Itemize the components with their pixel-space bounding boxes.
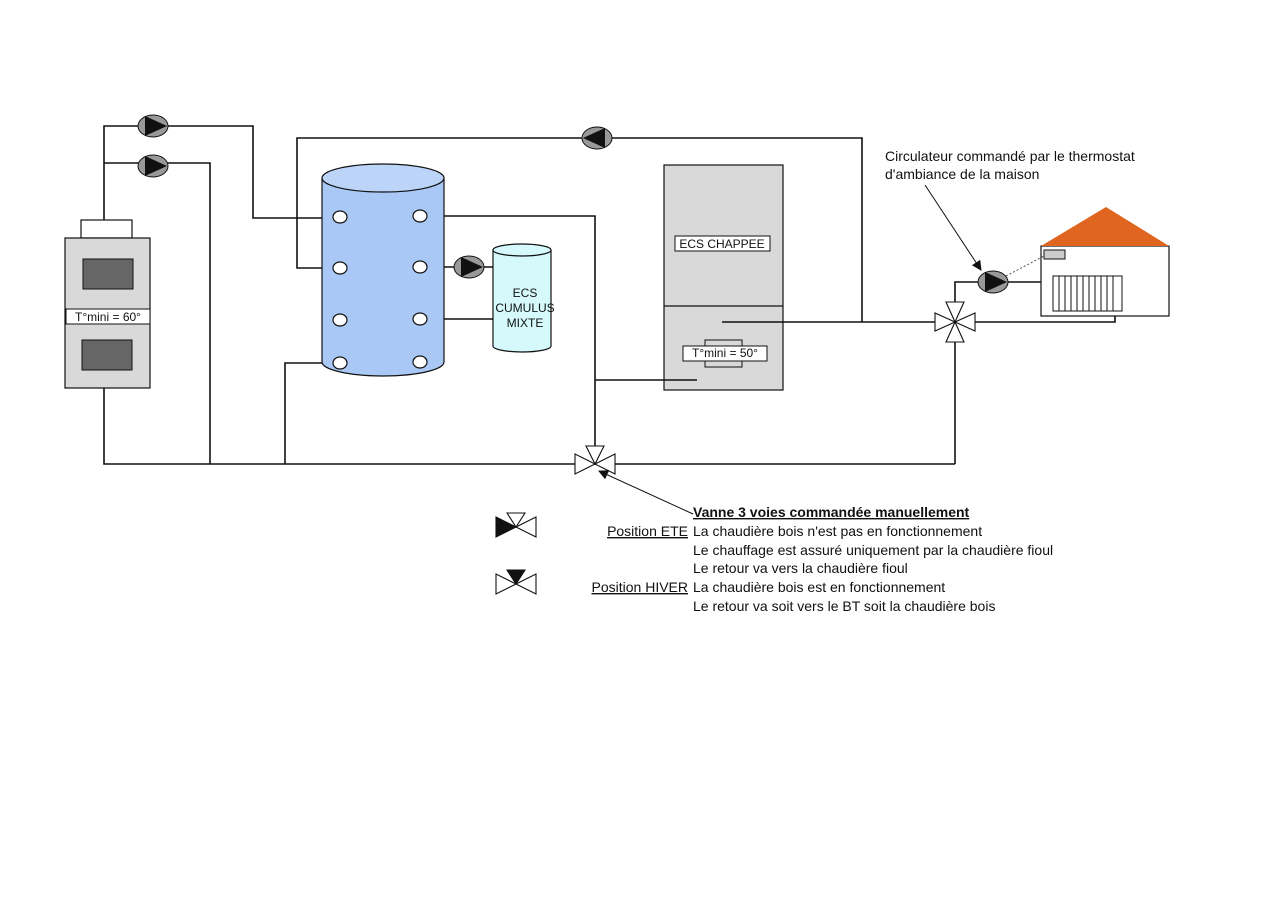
radiator-icon	[1052, 275, 1123, 312]
wood-boiler-temp-label: T°mini = 60°	[75, 310, 141, 324]
house	[1005, 207, 1170, 317]
hiver-label: Position HIVER	[592, 579, 688, 595]
annotation-arrow	[924, 184, 982, 271]
ete-line: La chaudière bois n'est pas en fonctionn…	[693, 523, 982, 539]
valve-hiver-icon	[495, 569, 537, 595]
three-way-valve-icon	[574, 445, 616, 475]
ecs-cumulus: ECS CUMULUS MIXTE	[492, 243, 555, 353]
legend: Vanne 3 voies commandée manuellement Pos…	[495, 504, 1053, 614]
valve-ete-icon	[495, 512, 537, 538]
four-way-valve-icon	[934, 301, 976, 343]
hiver-line: Le retour va soit vers le BT soit la cha…	[693, 598, 995, 614]
buffer-tank	[321, 163, 445, 377]
circulator-note-1: Circulateur commandé par le thermostat	[885, 148, 1135, 164]
cumulus-label-2: CUMULUS	[495, 301, 554, 315]
tank-ports	[332, 209, 428, 370]
cumulus-label-3: MIXTE	[507, 316, 544, 330]
fuel-boiler-temp-label: T°mini = 50°	[692, 346, 758, 360]
wood-boiler: T°mini = 60°	[64, 219, 151, 389]
hiver-line: La chaudière bois est en fonctionnement	[693, 579, 945, 595]
thermostat-icon	[1043, 249, 1066, 260]
ete-label: Position ETE	[607, 523, 688, 539]
cumulus-label-1: ECS	[513, 286, 538, 300]
annotation-arrow	[598, 470, 694, 515]
fuel-boiler-name: ECS CHAPPEE	[679, 237, 764, 251]
circulator-pump-icon	[137, 154, 169, 178]
circulator-pump-icon	[977, 270, 1009, 294]
legend-title: Vanne 3 voies commandée manuellement	[693, 504, 970, 520]
ete-line: Le chauffage est assuré uniquement par l…	[693, 542, 1053, 558]
ete-line: Le retour va vers la chaudière fioul	[693, 560, 908, 576]
circulator-pump-icon	[137, 114, 169, 138]
fuel-boiler: ECS CHAPPEE T°mini = 50°	[663, 164, 784, 391]
circulator-pump-icon	[581, 126, 613, 150]
circulator-note-2: d'ambiance de la maison	[885, 166, 1039, 182]
circulator-pump-icon	[453, 255, 485, 279]
